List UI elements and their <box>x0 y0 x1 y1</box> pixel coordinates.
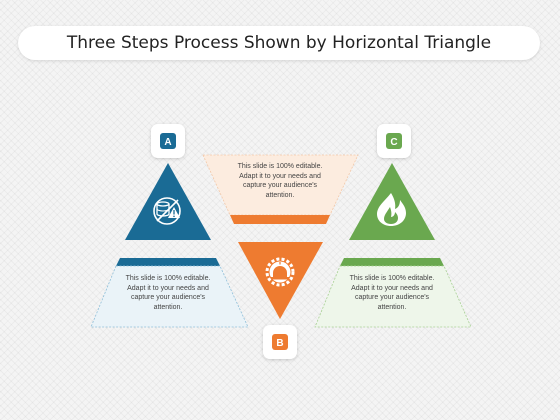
step-c-letter: C <box>390 137 397 148</box>
gear-alarm-icon <box>265 257 295 287</box>
step-c-badge-square <box>386 133 402 149</box>
step-a: A <box>90 124 249 328</box>
step-c-description: This slide is 100% editable. Adapt it to… <box>349 275 435 311</box>
step-a-letter: A <box>164 137 171 148</box>
step-b-badge-square <box>272 334 288 350</box>
step-c-text-panel <box>314 265 472 328</box>
title-bar: Three Steps Process Shown by Horizontal … <box>18 26 540 60</box>
step-a-band <box>116 258 220 266</box>
slide-title: Three Steps Process Shown by Horizontal … <box>66 33 492 53</box>
step-b: B <box>202 154 359 359</box>
step-a-badge-square <box>160 133 176 149</box>
step-b-letter: B <box>276 338 283 349</box>
step-c-band <box>340 258 444 266</box>
database-alert-icon <box>153 197 181 225</box>
step-c: C <box>314 124 472 328</box>
step-a-text-panel <box>90 265 249 328</box>
step-a-triangle <box>125 163 211 240</box>
step-a-description: This slide is 100% editable. Adapt it to… <box>125 275 211 311</box>
step-b-description: This slide is 100% editable. Adapt it to… <box>237 163 323 199</box>
step-b-band <box>230 215 330 224</box>
fire-icon <box>377 193 406 226</box>
